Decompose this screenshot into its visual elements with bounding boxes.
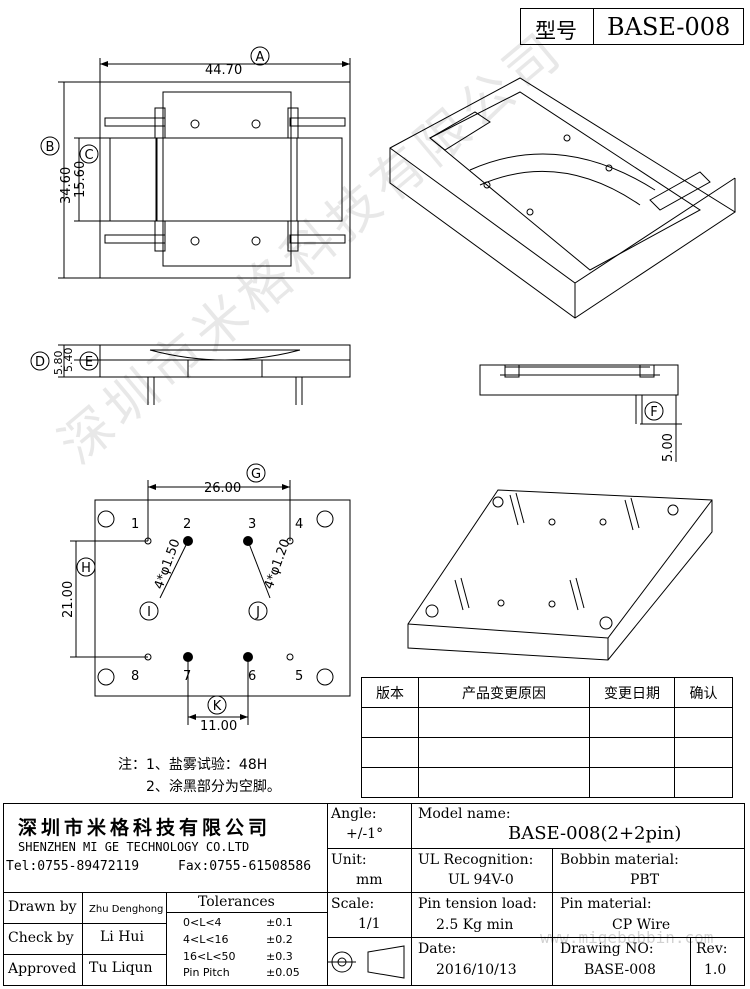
label-h: H — [81, 561, 91, 576]
pin-material-label: Pin material: — [560, 896, 652, 912]
pin-8: 8 — [131, 669, 139, 684]
tol-value-4: ±0.05 — [266, 966, 300, 979]
label-e: E — [85, 355, 93, 370]
ul-value: UL 94V-0 — [448, 872, 514, 888]
drawn-by-label: Drawn by — [8, 899, 77, 915]
angle-value: +/-1° — [346, 826, 384, 842]
label-j: J — [255, 605, 260, 620]
company-en: SHENZHEN MI GE TECHNOLOGY CO.LTD — [18, 840, 250, 854]
rev-header-reason: 产品变更原因 — [418, 677, 590, 708]
company-cn: 深圳市米格科技有限公司 — [18, 817, 272, 839]
side-view — [479, 364, 682, 462]
scale-value: 1/1 — [358, 916, 381, 932]
iso-view-top — [389, 77, 736, 319]
dim-g-value: 26.00 — [204, 481, 241, 496]
bottom-view — [70, 480, 351, 725]
dim-k-value: 11.00 — [200, 719, 237, 734]
model-header-label: 型号 — [535, 19, 577, 43]
label-b: B — [46, 140, 55, 155]
revision-table: 版本 产品变更原因 变更日期 确认 — [361, 677, 733, 798]
tol-value-1: ±0.1 — [266, 916, 293, 929]
tolerances-label: Tolerances — [198, 894, 275, 910]
top-view — [58, 58, 351, 279]
tol-range-2: 4<L<16 — [183, 933, 229, 946]
iso-view-bottom — [407, 489, 713, 661]
check-by-label: Check by — [8, 930, 74, 946]
pin-5: 5 — [295, 669, 303, 684]
pin-tension-value: 2.5 Kg min — [436, 917, 514, 933]
approved-value: Tu Liqun — [89, 960, 153, 976]
label-a: A — [256, 50, 265, 65]
dim-a-value: 44.70 — [205, 63, 242, 78]
check-by-value: Li Hui — [100, 929, 144, 945]
ul-label: UL Recognition: — [418, 852, 534, 868]
dim-j-value: 4*φ1.20 — [262, 537, 294, 591]
rev-label: Rev: — [696, 941, 728, 957]
tol-value-2: ±0.2 — [266, 933, 293, 946]
table-row — [361, 737, 733, 768]
projection-symbol — [328, 945, 405, 979]
rev-header-version: 版本 — [361, 677, 419, 708]
date-value: 2016/10/13 — [436, 962, 517, 978]
dim-e-value: 5.40 — [62, 348, 75, 373]
pin-material-value: CP Wire — [612, 917, 671, 933]
tol-range-4: Pin Pitch — [183, 966, 230, 979]
table-row — [361, 707, 733, 738]
rev-header-date: 变更日期 — [589, 677, 675, 708]
pin-7: 7 — [183, 669, 191, 684]
dim-b-value: 34.60 — [59, 167, 74, 204]
drawn-by-value: Zhu Denghong — [89, 904, 164, 915]
pin-3: 3 — [248, 517, 256, 532]
dim-c-value: 15.60 — [73, 161, 88, 198]
watermark-url: www.migebobbin.com — [540, 928, 714, 947]
label-d: D — [35, 355, 45, 370]
table-row — [361, 767, 733, 798]
company-tel: Tel:0755-89472119 — [6, 859, 140, 874]
date-label: Date: — [418, 941, 457, 957]
drawing-no-label: Drawing NO: — [560, 941, 654, 957]
label-k: K — [213, 699, 222, 714]
pin-2: 2 — [183, 517, 191, 532]
tol-value-3: ±0.3 — [266, 950, 293, 963]
rev-header-confirm: 确认 — [674, 677, 733, 708]
note-line-1: 注：1、盐雾试验：48H — [118, 757, 268, 773]
title-block — [3, 803, 745, 986]
dim-d-value: 5.80 — [52, 351, 65, 376]
model-header: 型号 BASE-008 — [520, 8, 744, 45]
pin-6: 6 — [248, 669, 256, 684]
drawing-no-value: BASE-008 — [584, 962, 656, 978]
unit-label: Unit: — [331, 852, 367, 868]
company-fax: Fax:0755-61508586 — [178, 859, 312, 874]
pin-4: 4 — [295, 517, 303, 532]
dim-h-value: 21.00 — [61, 581, 76, 618]
model-name-label: Model name: — [418, 806, 511, 822]
label-g: G — [251, 467, 261, 482]
approved-label: Approved — [8, 961, 77, 977]
model-name-value: BASE-008(2+2pin) — [508, 823, 682, 844]
technical-drawing: A B C D E F G H I J K 44.70 34.60 15.60 … — [30, 46, 736, 734]
label-c: C — [84, 148, 93, 163]
bobbin-material-label: Bobbin material: — [560, 852, 679, 868]
unit-value: mm — [356, 872, 383, 888]
angle-label: Angle: — [331, 806, 377, 822]
rev-value: 1.0 — [704, 962, 727, 978]
dim-i-value: 4*φ1.50 — [152, 537, 184, 591]
model-header-value: BASE-008 — [607, 13, 731, 41]
bobbin-material-value: PBT — [630, 872, 660, 888]
label-i: I — [147, 605, 151, 620]
label-f: F — [650, 405, 657, 420]
tol-range-1: 0<L<4 — [183, 916, 222, 929]
dim-f-value: 5.00 — [661, 433, 676, 462]
front-view — [58, 344, 351, 405]
note-line-2: 2、涂黑部分为空脚。 — [146, 779, 281, 795]
tol-range-3: 16<L<50 — [183, 950, 236, 963]
pin-tension-label: Pin tension load: — [418, 896, 537, 912]
scale-label: Scale: — [331, 896, 375, 912]
pin-1: 1 — [131, 517, 139, 532]
